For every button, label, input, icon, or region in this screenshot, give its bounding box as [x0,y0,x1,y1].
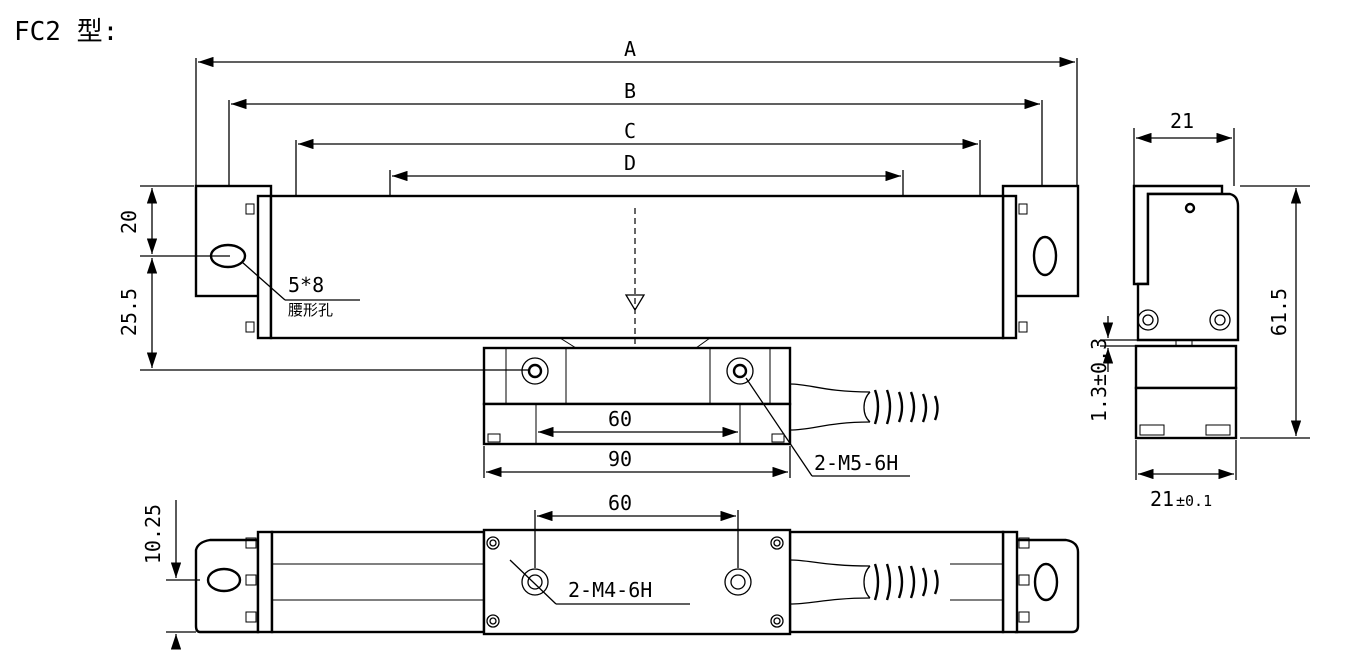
dimension-1-3-label: 1.3±0.3 [1087,338,1111,422]
scale-body [269,194,1005,340]
side-view: 21 61.5 1.3±0.3 21 ±0.1 [1087,109,1310,511]
bottom-right-bracket [1014,538,1080,634]
side-head-bottom [1134,386,1238,440]
bottom-view: 60 2-M4-6H 10.25 [141,491,1080,650]
bottom-scale-right [788,530,1005,634]
dimension-c-label: C [624,119,636,143]
m4-hole-right [724,568,752,596]
dimension-21-tolerance-label: ±0.1 [1176,492,1212,510]
dimension-61-5-label: 61.5 [1267,288,1291,336]
dimension-21-bottom-label: 21 [1150,487,1174,511]
drawing-title: FC2 型: [14,17,118,47]
dimension-d-label: D [624,151,636,175]
dimension-60-front-label: 60 [608,407,632,431]
dimension-20-label: 20 [117,210,141,234]
thread-m4-label: 2-M4-6H [568,578,652,602]
m4-hole-left [521,568,549,596]
bottom-scale-left [270,530,486,634]
dimension-25-5-label: 25.5 [117,288,141,336]
dimension-90-label: 90 [608,447,632,471]
cable-spring [873,389,939,425]
thread-m5-label: 2-M5-6H [814,451,898,475]
side-head-top [1134,344,1238,390]
slot-size-label: 5*8 [288,273,324,297]
dimension-b-label: B [624,79,636,103]
m5-hole-left [521,357,549,385]
reading-head-bottom [482,402,792,446]
right-slot-hole [1032,235,1058,277]
dimension-21-top-label: 21 [1170,109,1194,133]
front-view: A B C D [117,37,1080,478]
bottom-left-bracket [194,538,260,634]
dimension-10-25-label: 10.25 [141,504,165,564]
dimension-a-label: A [624,37,636,61]
slot-name-label: 腰形孔 [288,301,333,319]
dimension-60-bottom-label: 60 [608,491,632,515]
m5-hole-right [726,357,754,385]
